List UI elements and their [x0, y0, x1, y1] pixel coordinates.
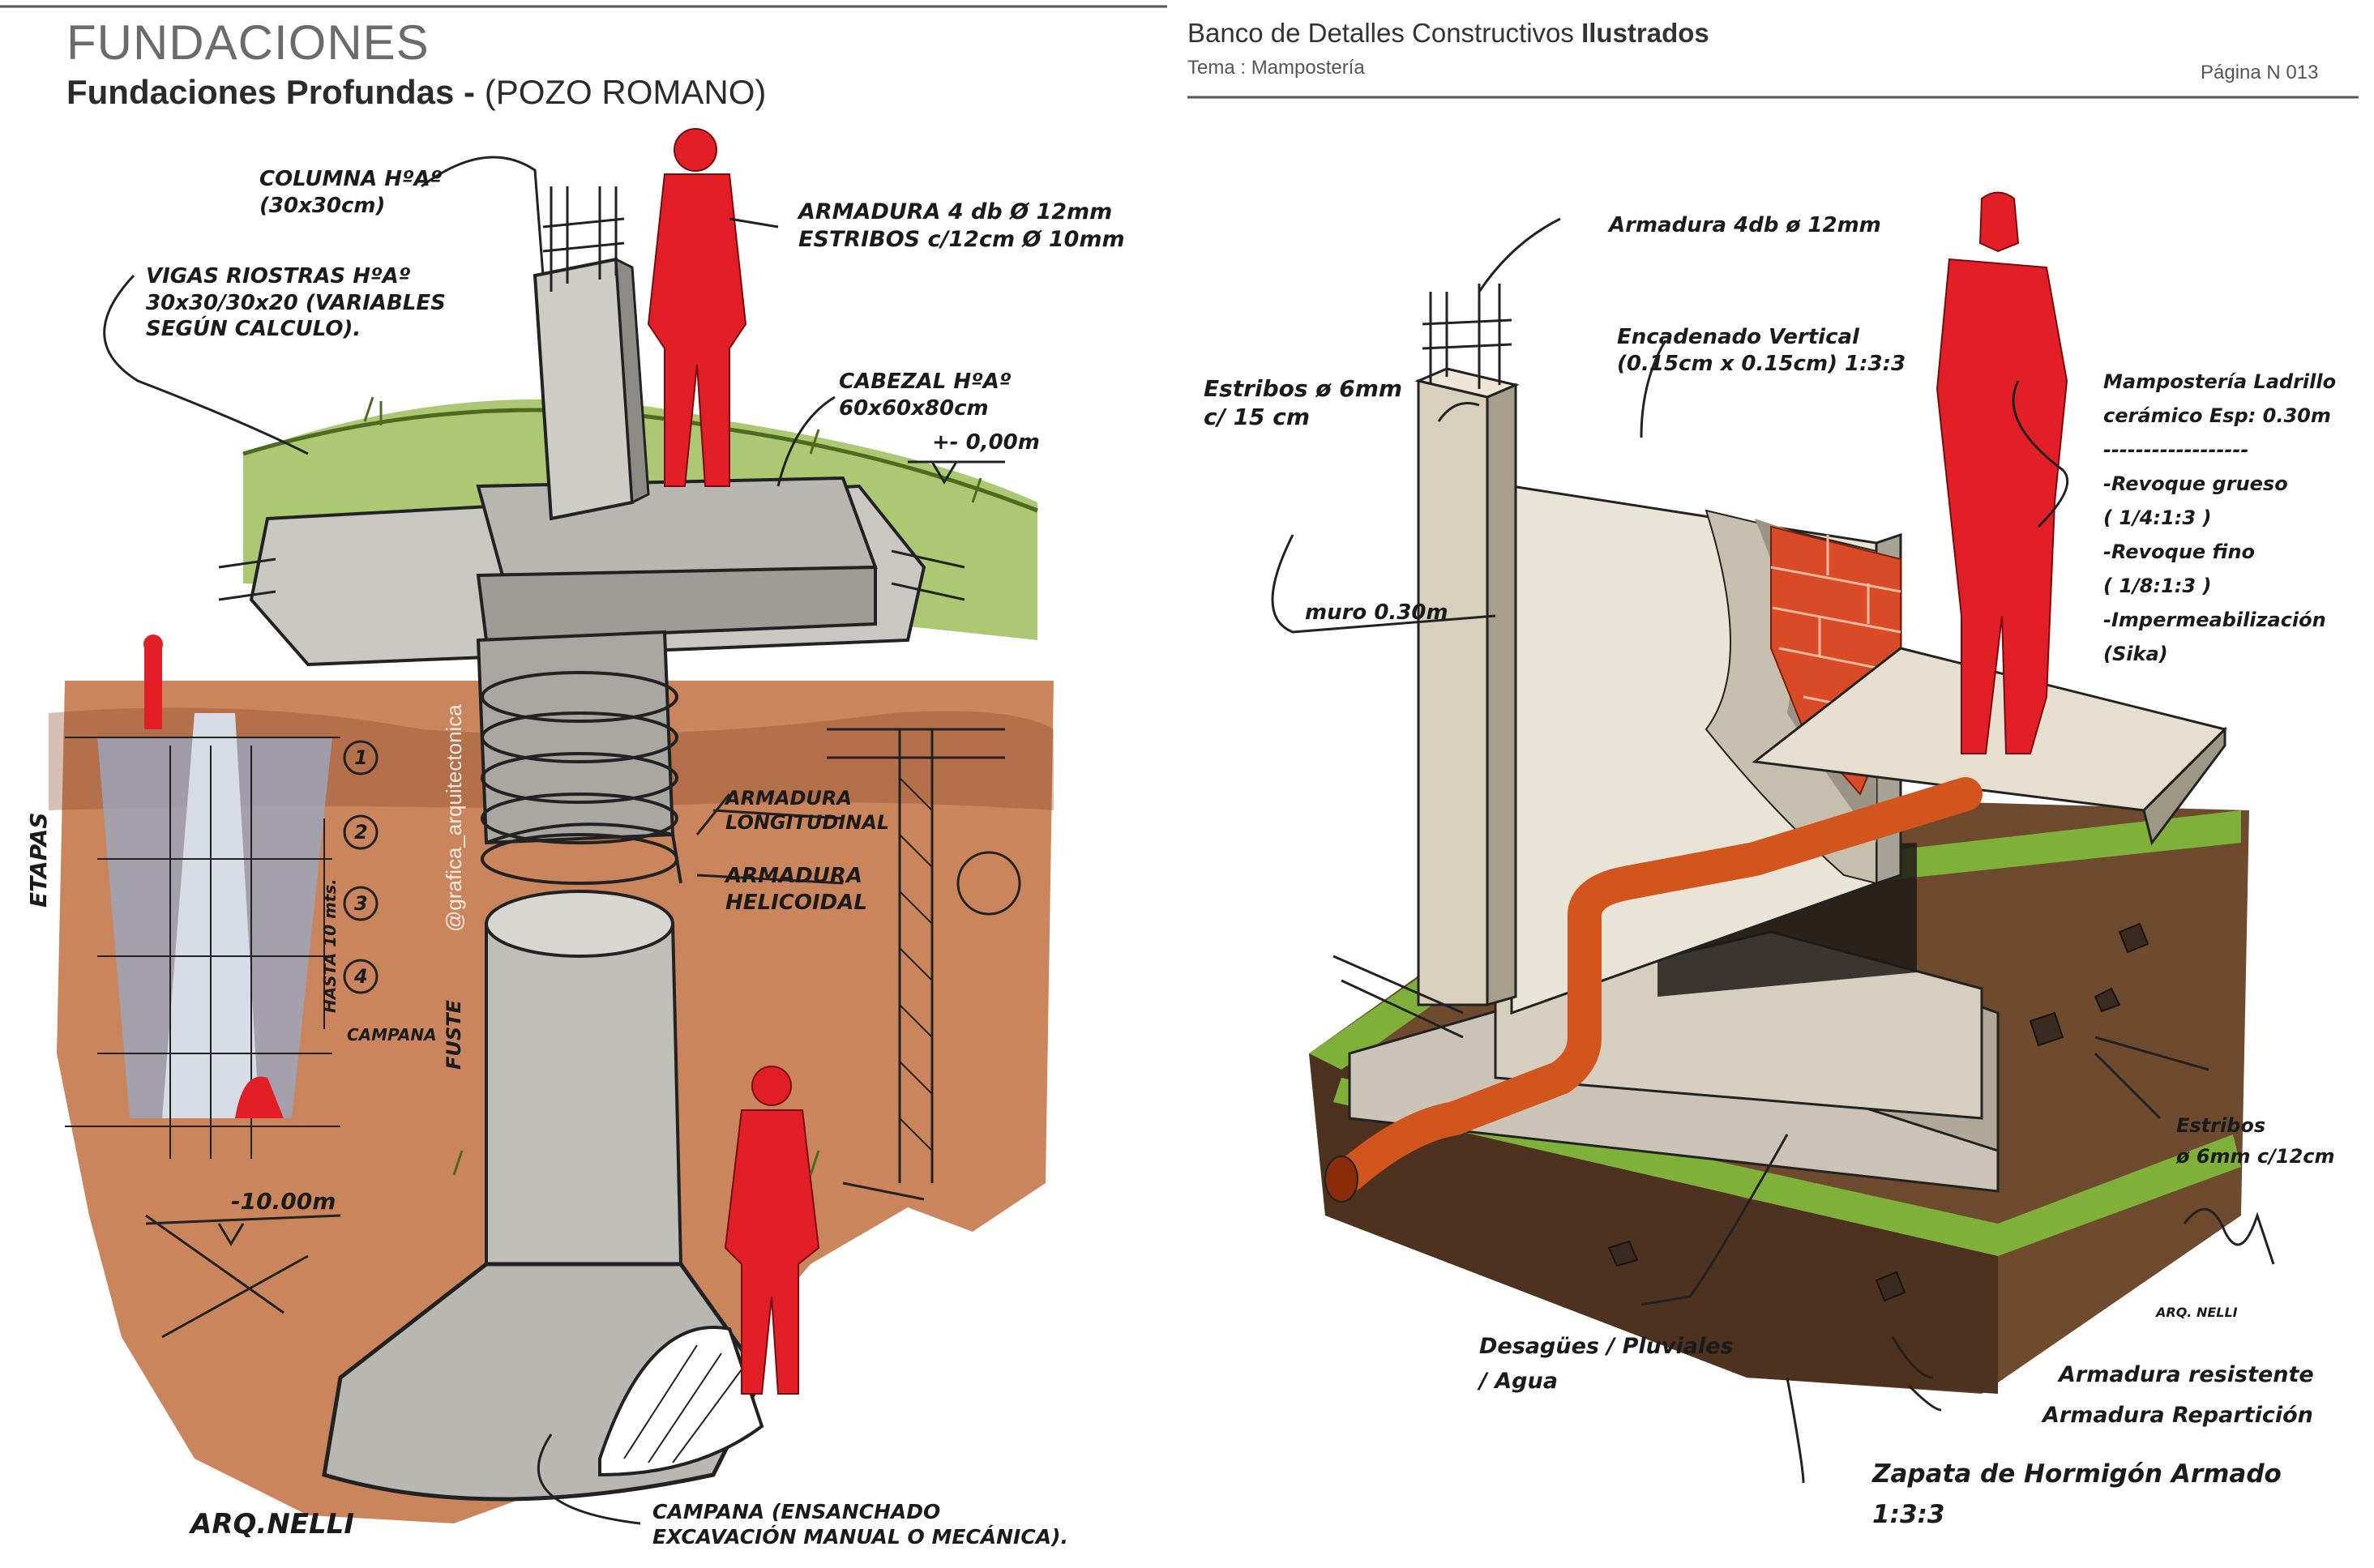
label-armadura-reparticion: Armadura Repartición	[2042, 1403, 2313, 1428]
right-page: Banco de Detalles Constructivos Ilustrad…	[1187, 0, 2374, 1568]
pozo-romano-illustration	[0, 5, 1167, 1525]
stage-1: 1	[354, 746, 368, 769]
label-fuste: FUSTE	[443, 1000, 465, 1070]
label-level: +- 0,00m	[932, 430, 1040, 455]
stage-4: 4	[354, 965, 368, 988]
label-armadura-resistente: Armadura resistente	[2059, 1362, 2314, 1387]
label-columna: COLUMNA HºAº(30x30cm)	[259, 167, 443, 218]
stage-2: 2	[354, 821, 368, 844]
page-number: Página N 013	[2201, 62, 2319, 83]
label-etapas: ETAPAS	[25, 812, 52, 908]
signature: ARQ. NELLI	[2156, 1305, 2238, 1320]
label-encadenado: Encadenado Vertical(0.15cm x 0.15cm) 1:3…	[1617, 325, 1906, 376]
subtitle-paren: (POZO ROMANO)	[484, 73, 767, 111]
mamposteria-illustration	[1187, 96, 2359, 1484]
bank-header: Banco de Detalles Constructivos Ilustrad…	[1187, 18, 1709, 49]
page-subtitle: Fundaciones Profundas - (POZO ROMANO)	[66, 73, 766, 112]
author-signature: ARQ.NELLI	[190, 1508, 354, 1540]
stage-3: 3	[354, 892, 368, 915]
label-muro: muro 0.30m	[1305, 600, 1448, 625]
subtitle-bold: Fundaciones Profundas -	[66, 73, 476, 111]
watermark: @grafica_arquitectonica	[442, 704, 466, 932]
bank-title: Banco de Detalles Constructivos	[1187, 18, 1574, 48]
label-depth: -10.00m	[231, 1188, 336, 1215]
left-page: FUNDACIONES Fundaciones Profundas - (POZ…	[0, 0, 1167, 1568]
label-campana-small: CAMPANA	[347, 1025, 437, 1045]
bank-title-bold: Ilustrados	[1581, 18, 1709, 48]
section-title: FUNDACIONES	[66, 15, 430, 70]
label-desagues: Desagües / Pluviales/ Agua	[1479, 1334, 1734, 1395]
label-armadura: Armadura 4db ø 12mm	[1609, 213, 1881, 237]
label-hasta: HASTA 10 mts.	[320, 878, 340, 1013]
theme-label: Tema : Mampostería	[1187, 57, 1365, 79]
